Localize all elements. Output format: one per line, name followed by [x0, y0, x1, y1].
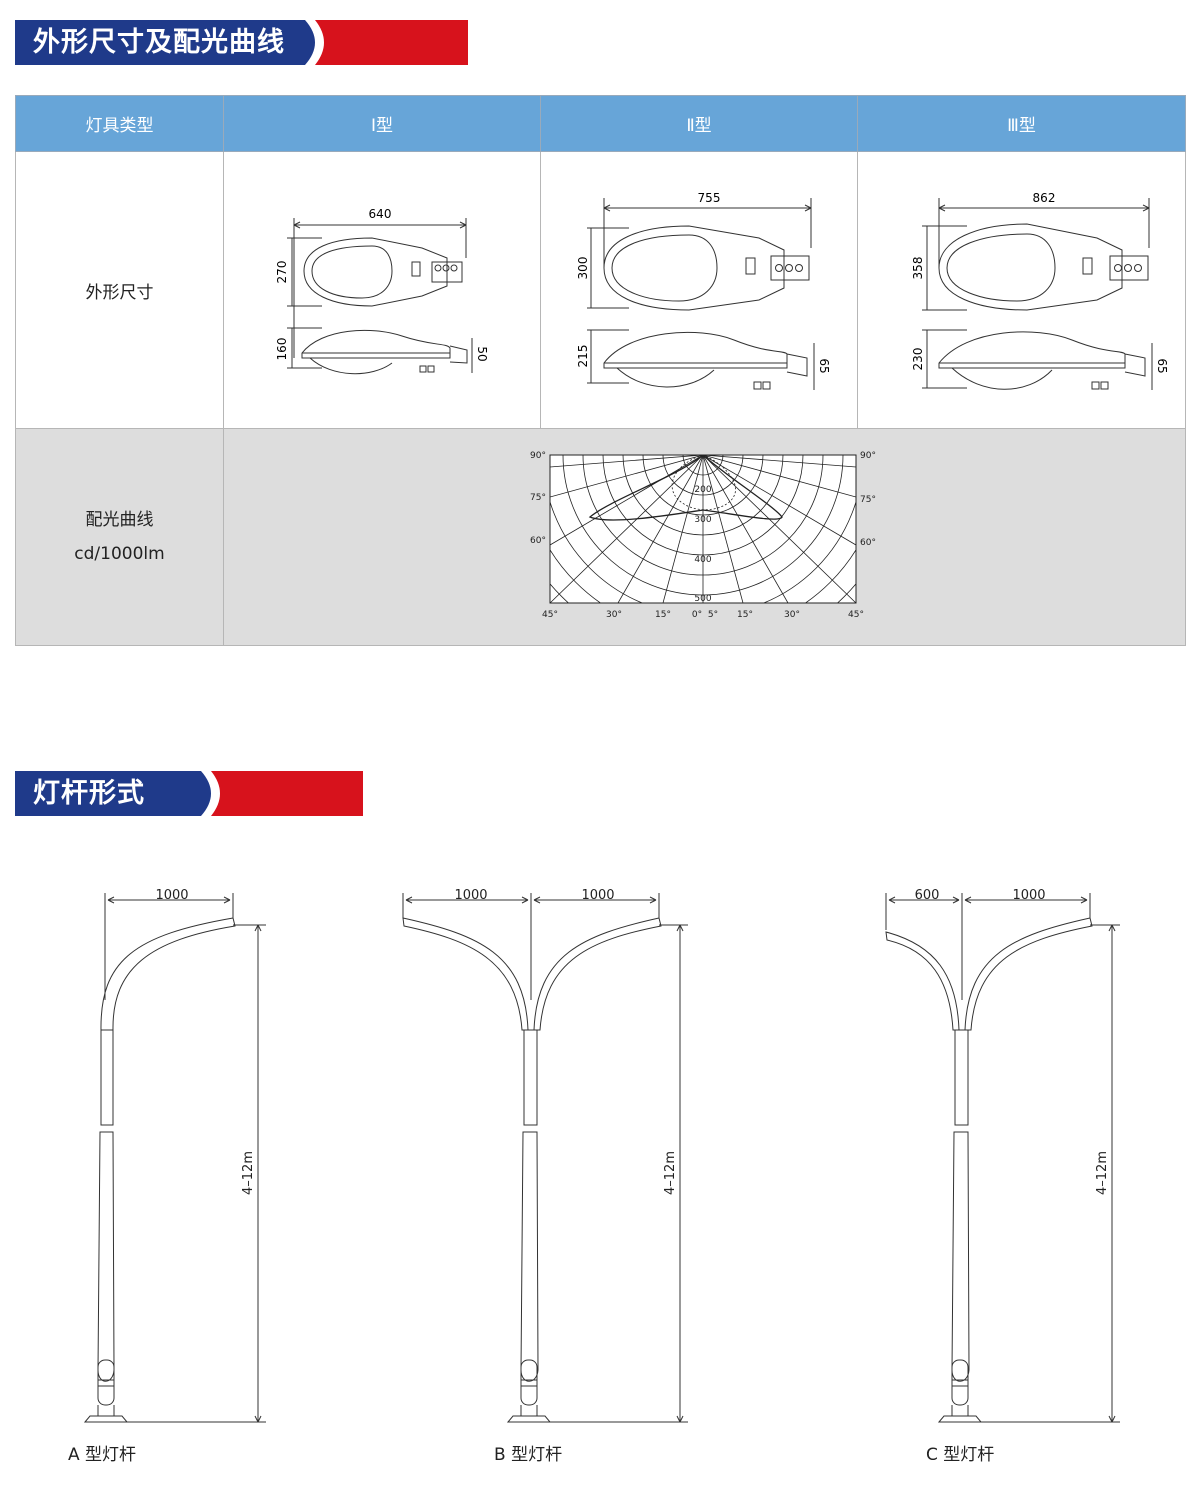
polar-radial-200: 200 [694, 485, 711, 495]
spec-table: 灯具类型 Ⅰ型 Ⅱ型 Ⅲ型 外形尺寸 [15, 95, 1186, 646]
type1-arm: 50 [475, 346, 489, 361]
type1-height: 160 [275, 337, 289, 360]
header-type-1: Ⅰ型 [223, 95, 541, 152]
section-header-dimensions: 外形尺寸及配光曲线 [15, 20, 468, 65]
polar-diagram: 90° 75° 60° 90° 75° 60° 200 300 400 500 … [530, 451, 876, 620]
polar-curve-cell: 90° 75° 60° 90° 75° 60° 200 300 400 500 … [223, 428, 1186, 646]
header-red-band [315, 20, 468, 65]
type3-drawing: 862 358 230 65 [857, 151, 1186, 429]
polar-bottom-0: 0° [691, 610, 701, 620]
lamp-drawing-type3: 862 358 230 65 [911, 191, 1169, 390]
lamp-drawing-type2: 755 300 215 65 [576, 191, 831, 390]
type2-arm: 65 [817, 358, 831, 373]
polar-radial-400: 400 [694, 555, 711, 565]
type3-width: 358 [911, 256, 925, 279]
header-separator [305, 20, 324, 65]
poles-drawing: 1000 4–12m 1000 1000 4–12m 600 1000 4–12… [83, 888, 1120, 1423]
type1-length: 640 [369, 207, 392, 221]
pole-c-height-dim: 4–12m [1095, 1151, 1110, 1195]
header-lamp-type: 灯具类型 [15, 95, 224, 152]
type1-width: 270 [275, 260, 289, 283]
curve-label-title: 配光曲线 [85, 510, 154, 530]
type3-arm: 65 [1155, 358, 1169, 373]
polar-left-90: 90° [530, 451, 546, 461]
type1-drawing: 640 270 160 50 [223, 151, 541, 429]
polar-radial-500: 500 [694, 594, 711, 604]
polar-bottom-45-right: 45° [848, 610, 864, 620]
polar-bottom-15-left: 15° [655, 610, 671, 620]
polar-right-60: 60° [860, 538, 876, 548]
curve-row-label: 配光曲线 cd/1000lm [15, 428, 224, 646]
pole-b [402, 893, 688, 1423]
pole-a-label: A 型灯杆 [68, 1445, 137, 1465]
pole-b-height-dim: 4–12m [663, 1151, 678, 1195]
header-type-3: Ⅲ型 [857, 95, 1186, 152]
polar-left-75: 75° [530, 493, 546, 503]
pole-b-right-arm-dim: 1000 [581, 888, 614, 903]
polar-bottom-5: 5° [707, 610, 717, 620]
lamp-drawing-type1: 640 270 160 50 [275, 207, 489, 374]
polar-bottom-15-right: 15° [737, 610, 753, 620]
pole-c [885, 893, 1120, 1423]
polar-bottom-30-left: 30° [606, 610, 622, 620]
header-separator-2 [201, 771, 220, 816]
polar-bottom-30-right: 30° [784, 610, 800, 620]
pole-a-arm-dim: 1000 [155, 888, 188, 903]
polar-bottom-45-left: 45° [542, 610, 558, 620]
polar-left-60: 60° [530, 536, 546, 546]
type2-length: 755 [698, 191, 721, 205]
curve-label-unit: cd/1000lm [74, 544, 165, 564]
pole-a [83, 893, 266, 1423]
header-type-2: Ⅱ型 [540, 95, 858, 152]
type2-width: 300 [576, 256, 590, 279]
pole-c-label: C 型灯杆 [926, 1445, 995, 1465]
section-title-poles: 灯杆形式 [15, 771, 211, 816]
type2-drawing: 755 300 215 65 [540, 151, 858, 429]
pole-b-label: B 型灯杆 [494, 1445, 563, 1465]
type3-height: 230 [911, 347, 925, 370]
section-header-poles: 灯杆形式 [15, 771, 363, 816]
pole-b-left-arm-dim: 1000 [454, 888, 487, 903]
polar-radial-300: 300 [694, 515, 711, 525]
type2-height: 215 [576, 344, 590, 367]
type3-length: 862 [1032, 191, 1055, 205]
pole-c-left-arm-dim: 600 [915, 888, 940, 903]
dim-row-label: 外形尺寸 [15, 151, 224, 429]
polar-right-90: 90° [860, 451, 876, 461]
section-title-dimensions: 外形尺寸及配光曲线 [15, 20, 315, 65]
polar-right-75: 75° [860, 495, 876, 505]
pole-c-right-arm-dim: 1000 [1012, 888, 1045, 903]
header-red-band-2 [211, 771, 363, 816]
pole-a-height-dim: 4–12m [241, 1151, 256, 1195]
